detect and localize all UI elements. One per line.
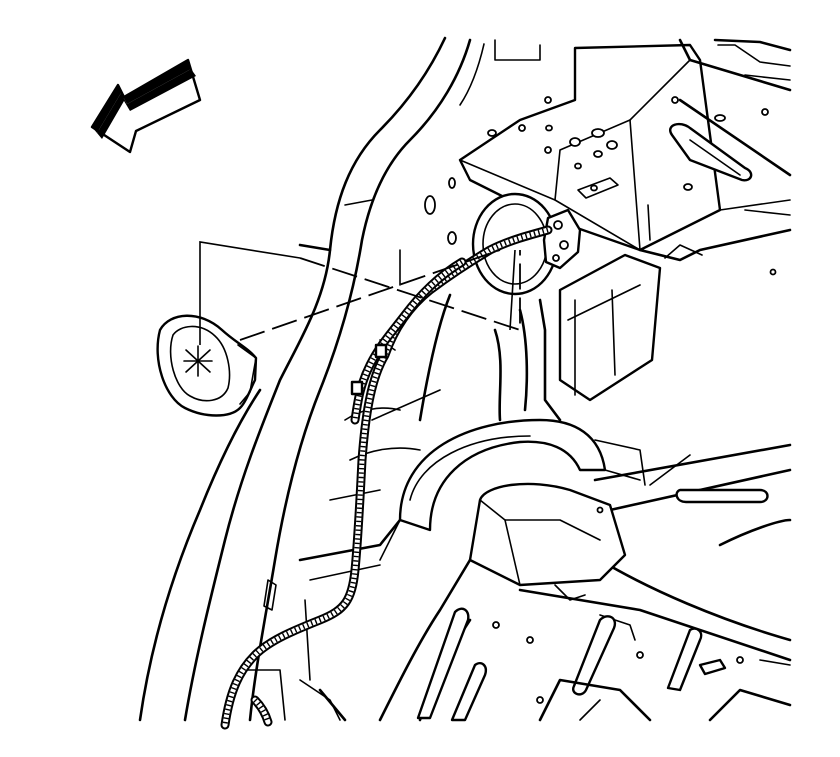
- wheel-well-structure: [398, 253, 662, 532]
- inner-quarter-panel: [329, 293, 452, 501]
- grommet-icon: [156, 314, 258, 417]
- front-direction-arrow-icon: [90, 58, 202, 154]
- body-panel-outline: [138, 36, 541, 722]
- trunk-floor-pan: [298, 443, 792, 722]
- wiring-harness-icon: [220, 225, 553, 730]
- callout-leader-lines: [199, 241, 521, 345]
- upper-right-structure: [638, 38, 792, 276]
